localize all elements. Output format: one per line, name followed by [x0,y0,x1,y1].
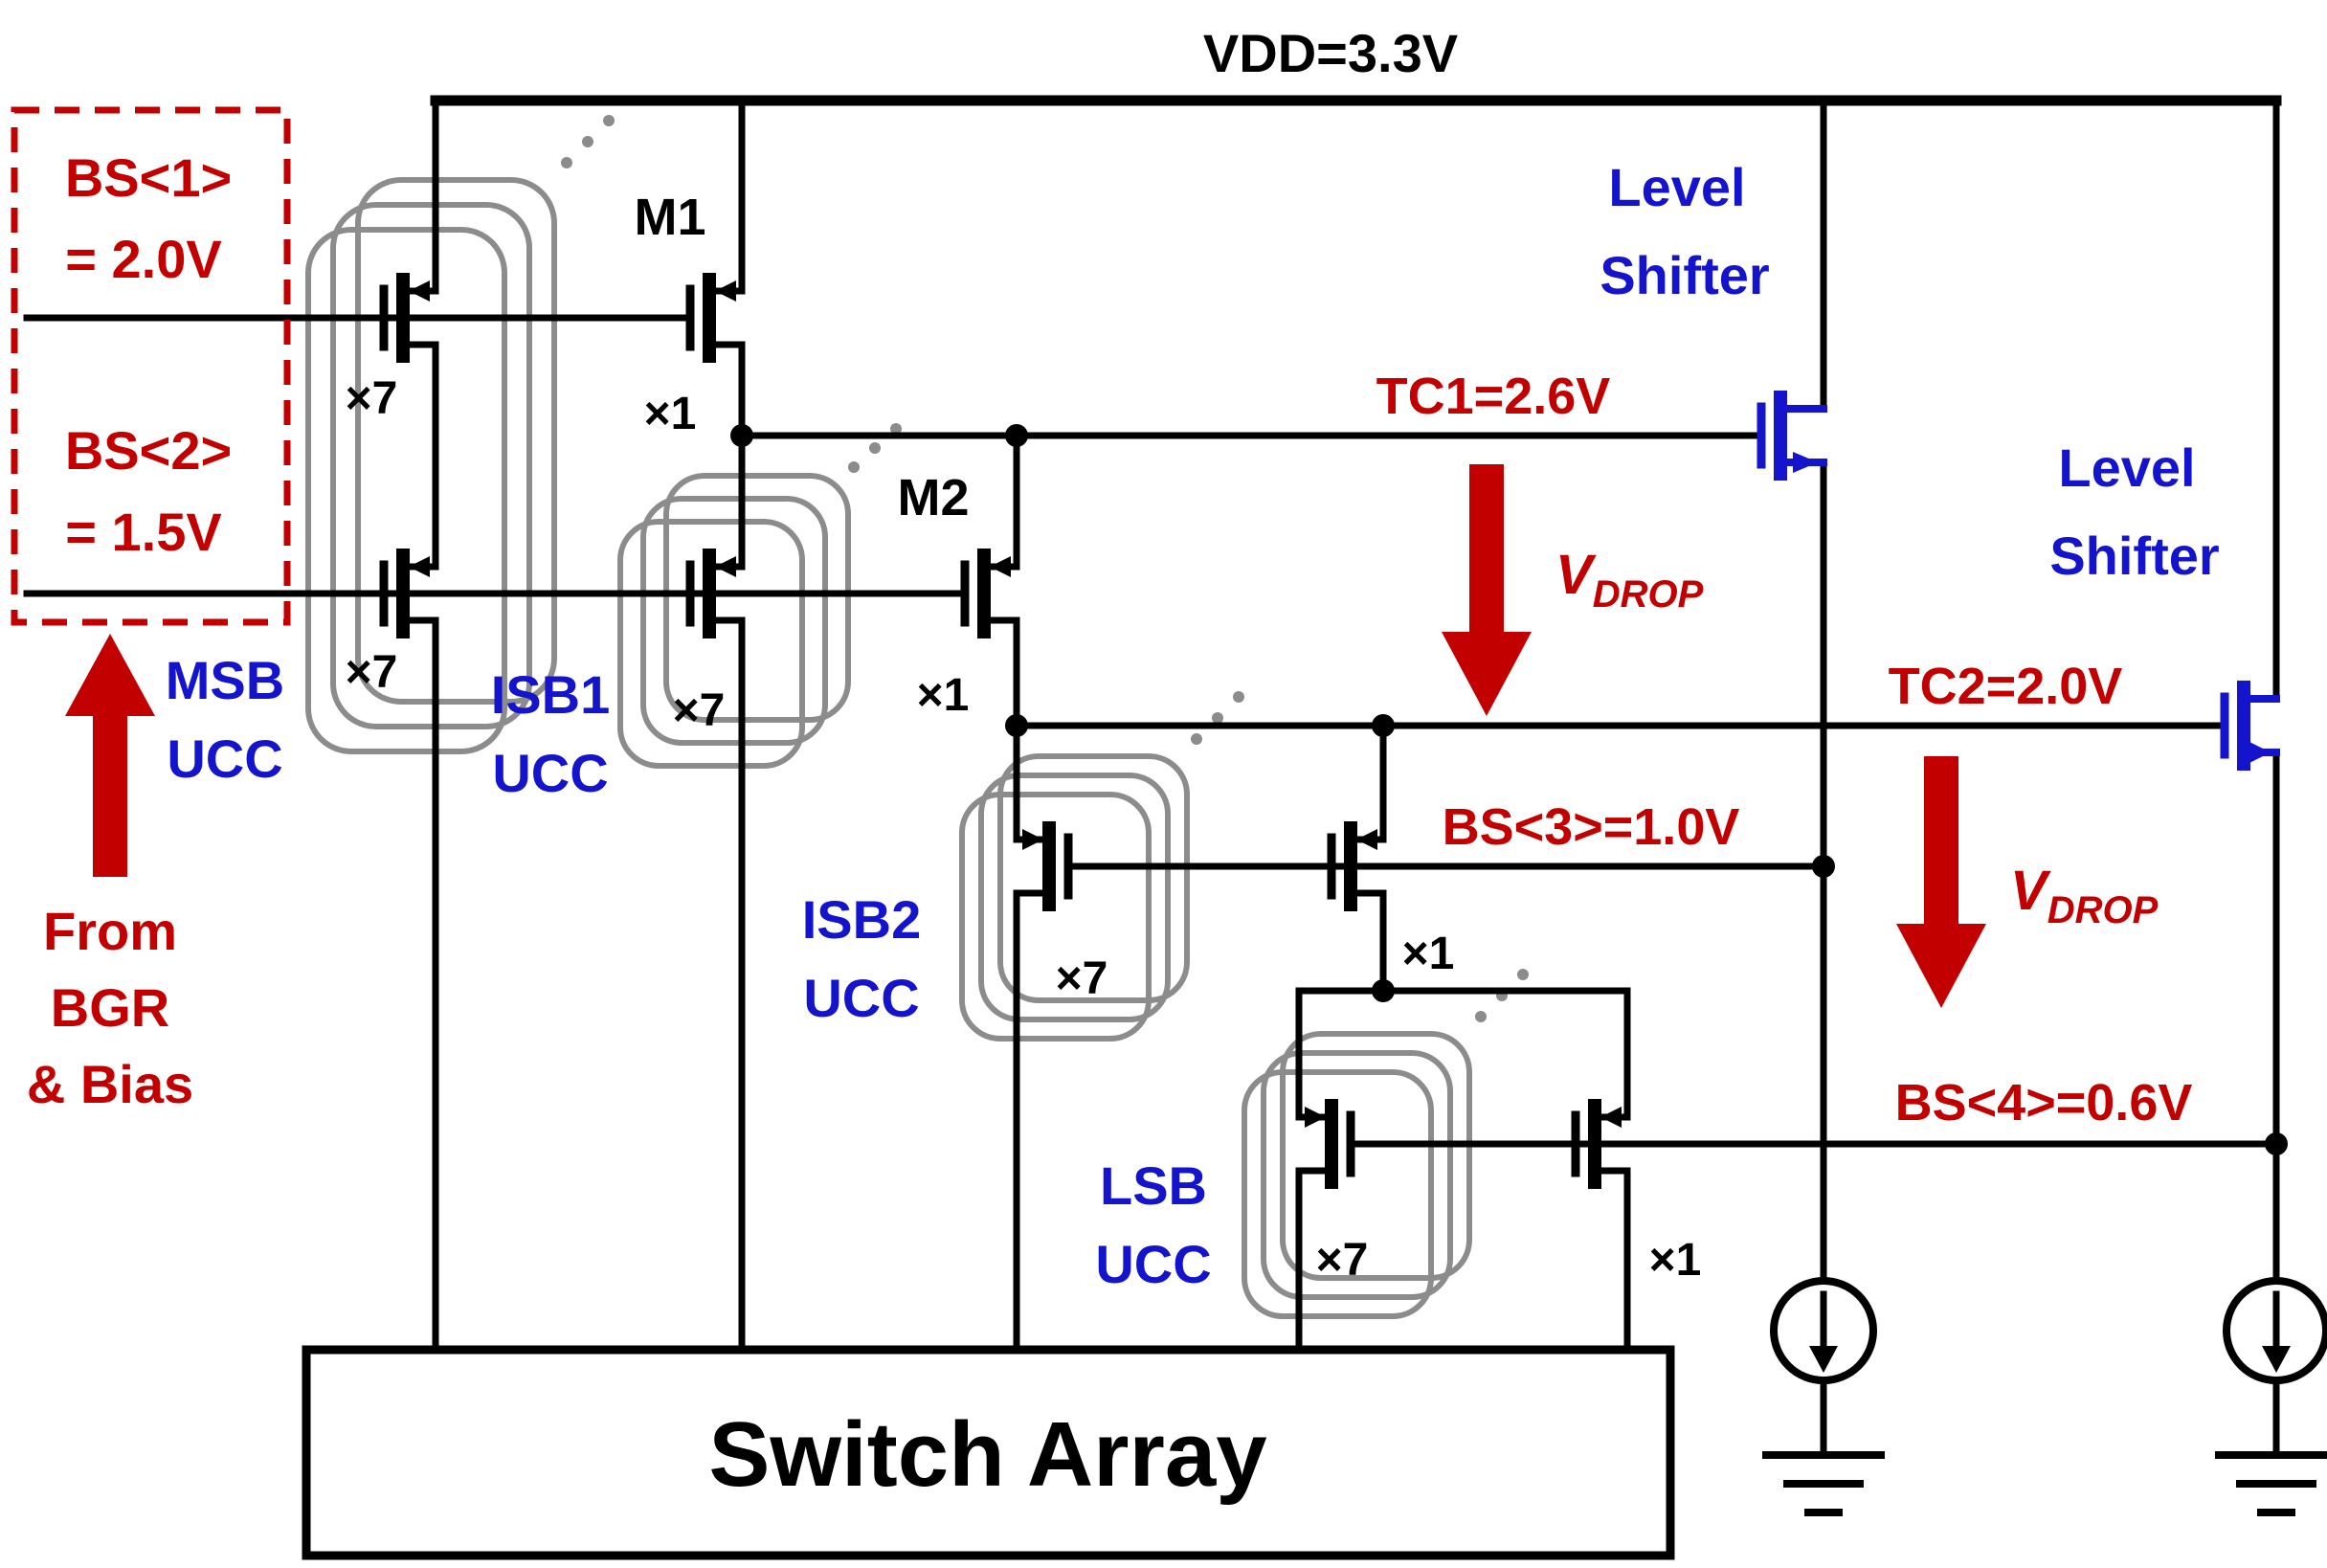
bs2-name-label: BS<2> [65,420,232,481]
transistor-level-shifter-2 [2220,681,2280,771]
junction-dot [2265,1132,2288,1155]
vdd-label: VDD=3.3V [1203,23,1458,83]
level-shifter-1-label-line2: Shifter [1600,245,1769,305]
msb-ucc-label-line1: MSB [166,650,284,710]
vdrop-arrow-1-icon [1442,464,1532,716]
ground-2-icon [2215,1451,2327,1516]
lsb-stack [1242,969,1529,1319]
bs1-name-label: BS<1> [65,147,232,208]
msb-bottom-mult-label: ×7 [346,647,398,698]
ellipsis-dots-icon [848,461,860,473]
msb-ucc-label-line2: UCC [167,728,282,789]
junction-dot [1005,714,1028,737]
m2-mult-label: ×1 [917,670,970,721]
transistor-lsb-x7 [1295,1099,1355,1189]
vdrop-arrow-2-icon [1896,756,1986,1008]
transistor-level-shifter-1 [1756,391,1827,481]
transistor-m1 [685,273,746,363]
junction-dot [730,424,753,447]
vdrop-1-label: VDROP [1555,544,1704,616]
lsb-ucc-label-line1: LSB [1100,1155,1207,1216]
transistor-isb1-x7 [685,549,746,638]
m1-mult-label: ×1 [644,389,697,439]
wire-lsb-strings [1295,1167,1631,1354]
level-shifter-2-label-line1: Level [2058,437,2195,498]
current-source-1-icon [1770,1277,1877,1384]
switch-array-label: Switch Array [708,1403,1266,1506]
isb1-ucc-label-line1: ISB1 [491,664,611,725]
from-bgr-arrow-icon [65,634,155,877]
ground-1-icon [1762,1451,1885,1516]
transistor-msb-x7-top [379,273,439,363]
msb-top-mult-label: ×7 [346,373,398,424]
level-shifter-1-label-line1: Level [1608,157,1745,217]
transistor-isb2-x7 [1013,821,1073,911]
junction-dot [1372,714,1395,737]
ellipsis-dots-icon [1475,1011,1487,1022]
transistor-isb2-x1 [1327,821,1387,911]
m2-label: M2 [897,469,969,526]
isb2-x7-mult-label: ×7 [1056,953,1108,1004]
ellipsis-dots-icon [1191,733,1202,745]
bias-input-box [11,106,291,626]
transistor-lsb-x1 [1571,1099,1631,1189]
bs4-net-label: BS<4>=0.6V [1895,1074,2193,1131]
level-shifter-2-label-line2: Shifter [2049,526,2219,586]
isb1-ucc-label-line2: UCC [492,743,608,803]
current-source-2-icon [2223,1277,2327,1384]
from-bgr-label-line2: BGR [51,977,169,1038]
from-bgr-label-line3: & Bias [27,1054,193,1114]
isb2-x1-mult-label: ×1 [1402,929,1455,979]
transistor-msb-x7-bottom [379,549,439,638]
isb1-stack [617,423,902,769]
isb2-ucc-label-line2: UCC [803,968,919,1028]
junction-dot [1005,424,1028,447]
tc2-net-label: TC2=2.0V [1889,658,2123,715]
junction-dot [1812,855,1835,878]
lsb-x7-mult-label: ×7 [1316,1235,1369,1286]
isb2-stack [959,691,1244,1042]
lsb-ucc-label-line2: UCC [1095,1234,1211,1294]
wire-tc2-net [1013,722,2228,843]
junction-dots [730,424,2288,1155]
m1-label: M1 [634,189,705,246]
bs2-value-label: = 1.5V [65,502,221,562]
tc1-net-label: TC1=2.6V [1376,368,1611,425]
ellipsis-dots-icon [561,157,572,168]
msb-stack [305,115,615,754]
bs3-net-label: BS<3>=1.0V [1443,798,1740,856]
bs1-value-label: = 2.0V [65,229,221,289]
lsb-x1-mult-label: ×1 [1649,1235,1702,1286]
isb1-mult-label: ×7 [673,685,726,736]
junction-dot [1372,979,1395,1002]
isb2-ucc-label-line1: ISB2 [802,889,922,950]
wire-isb2-to-lsb-feed [1295,889,1631,1121]
switch-array-box: Switch Array [302,1345,1675,1560]
transistor-m2 [960,549,1020,638]
from-bgr-label-line1: From [43,901,177,961]
vdrop-2-label: VDROP [2010,860,2159,931]
